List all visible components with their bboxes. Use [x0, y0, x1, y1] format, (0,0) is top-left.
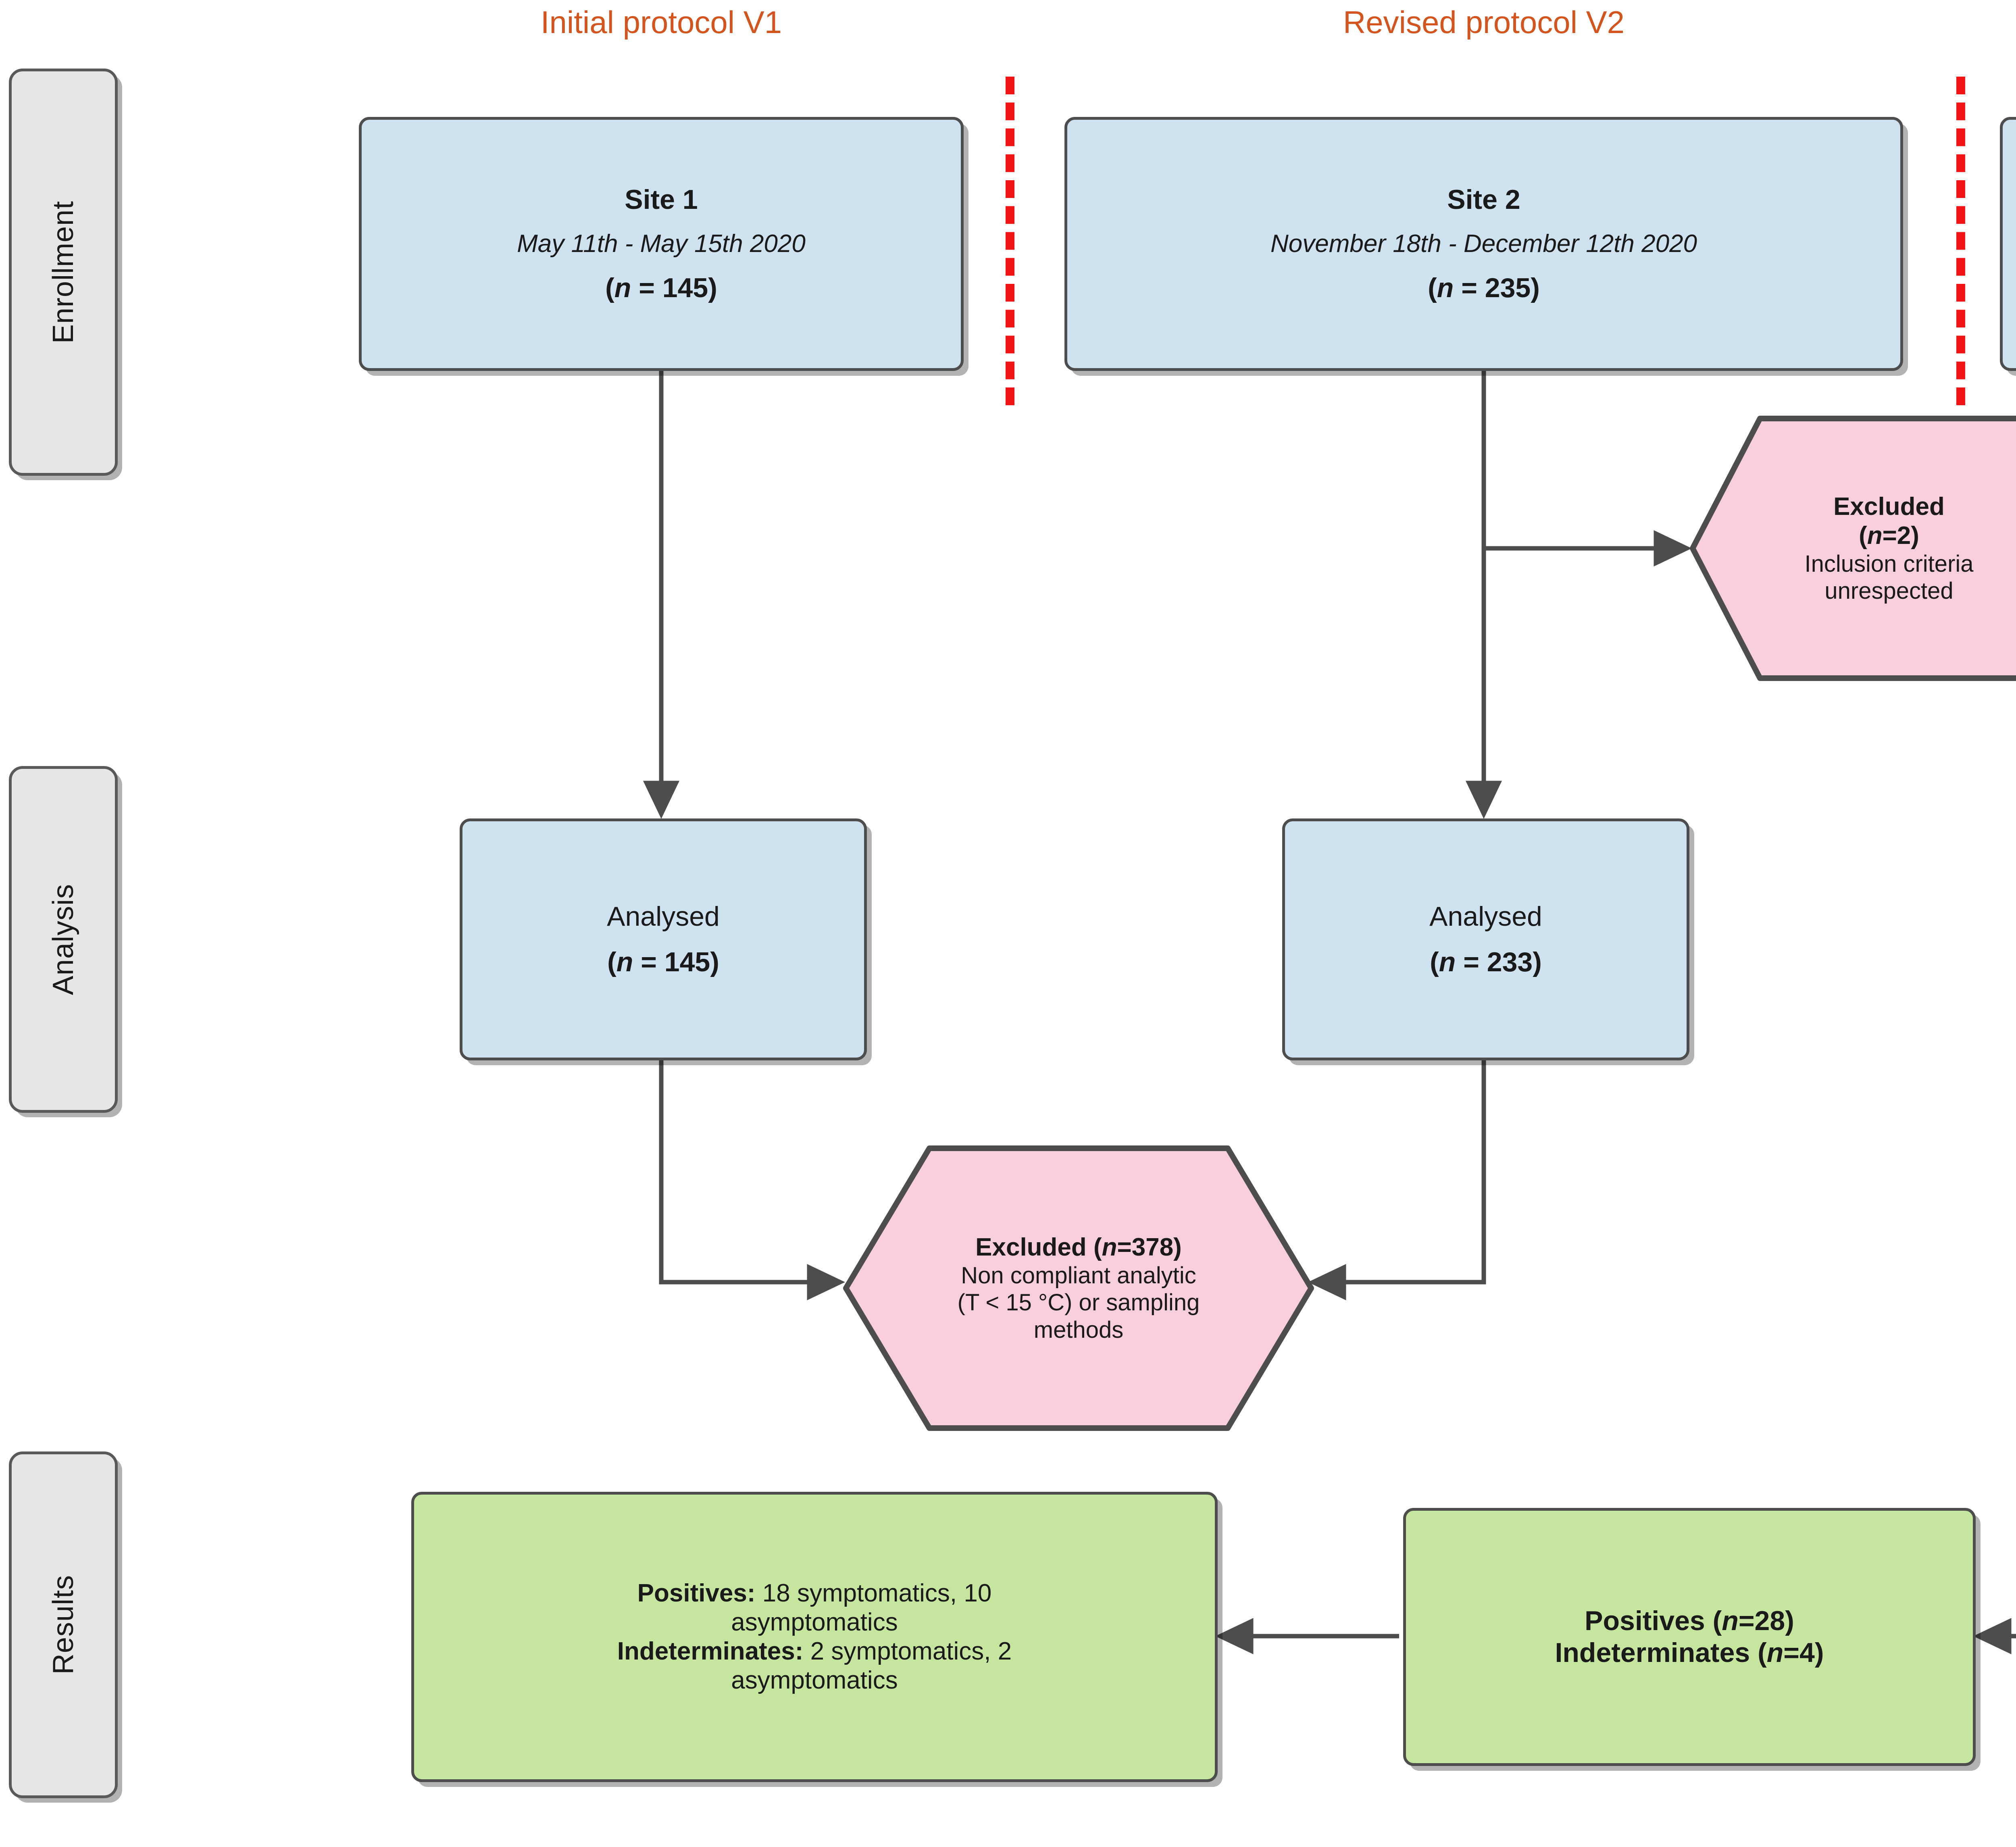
results-positives-line: Positives: 18 symptomatics, 10 [637, 1579, 992, 1608]
excluded-hexagon-v2[interactable]: Excluded (n=2) Inclusion criteria unresp… [1689, 415, 2016, 681]
enrollment-count: (n = 145) [605, 272, 717, 303]
enrollment-site-name: Site 2 [1447, 184, 1520, 215]
results-indeterminates-label: Indeterminates: [617, 1637, 804, 1665]
protocol-header-v1: Initial protocol V1 [540, 4, 782, 40]
enrollment-box-site2-v3[interactable]: Site 2 April 16th - June 14th 2021 (n = … [2000, 117, 2016, 371]
results-summary-box[interactable]: Positives (n=28) Indeterminates (n=4) [1403, 1508, 1976, 1766]
excluded-count: (n=2) [1859, 521, 1919, 550]
excluded-title: Excluded [1833, 492, 1945, 521]
protocol-separator-2 [1956, 77, 1965, 405]
phase-label-analysis-text: Analysis [47, 883, 79, 995]
results-summary-indeterminates: Indeterminates (n=4) [1555, 1637, 1824, 1668]
phase-label-analysis: Analysis [9, 766, 118, 1113]
analysed-box-2[interactable]: Analysed (n = 233) [1282, 818, 1689, 1060]
enrollment-count: (n = 235) [1428, 272, 1540, 303]
results-positives-label: Positives: [637, 1579, 756, 1608]
protocol-separator-1 [1006, 77, 1014, 405]
excluded-reason-2: unrespected [1824, 577, 1954, 604]
excluded-analysis-reason-3: methods [1033, 1316, 1124, 1343]
enrollment-box-site1[interactable]: Site 1 May 11th - May 15th 2020 (n = 145… [359, 117, 964, 371]
analysed-title: Analysed [607, 901, 720, 932]
excluded-analysis-reason-1: Non compliant analytic [961, 1262, 1196, 1289]
excluded-hexagon-analysis[interactable]: Excluded (n=378) Non compliant analytic … [843, 1145, 1314, 1431]
enrollment-site-name: Site 1 [625, 184, 698, 215]
analysed-box-1[interactable]: Analysed (n = 145) [460, 818, 867, 1060]
enrollment-period: May 11th - May 15th 2020 [517, 230, 806, 258]
phase-label-enrollment: Enrollment [9, 69, 118, 476]
results-detail-box[interactable]: Positives: 18 symptomatics, 10 asymptoma… [411, 1492, 1218, 1782]
enrollment-box-site2-v2[interactable]: Site 2 November 18th - December 12th 202… [1064, 117, 1903, 371]
results-indeterminates-value: 2 symptomatics, 2 [810, 1637, 1012, 1665]
analysed-title: Analysed [1429, 901, 1542, 932]
protocol-header-v2: Revised protocol V2 [1343, 4, 1625, 40]
results-indeterminates-line: Indeterminates: 2 symptomatics, 2 [617, 1637, 1012, 1666]
analysed-count: (n = 233) [1430, 947, 1542, 977]
protocol-header-v3: Revised protocol V3 [2000, 4, 2016, 41]
excluded-analysis-title: Excluded (n=378) [975, 1233, 1182, 1262]
enrollment-period: November 18th - December 12th 2020 [1270, 230, 1697, 258]
results-indeterminates-line2: asymptomatics [731, 1666, 898, 1694]
excluded-reason-1: Inclusion criteria [1804, 550, 1974, 577]
analysed-count: (n = 145) [607, 947, 719, 977]
phase-label-results: Results [9, 1451, 118, 1798]
results-positives-line2: asymptomatics [731, 1608, 898, 1637]
results-summary-positives: Positives (n=28) [1585, 1605, 1794, 1637]
results-positives-value: 18 symptomatics, 10 [762, 1579, 992, 1608]
excluded-analysis-reason-2: (T < 15 °C) or sampling [957, 1289, 1200, 1316]
phase-label-enrollment-text: Enrollment [47, 200, 79, 344]
phase-label-results-text: Results [47, 1575, 79, 1675]
